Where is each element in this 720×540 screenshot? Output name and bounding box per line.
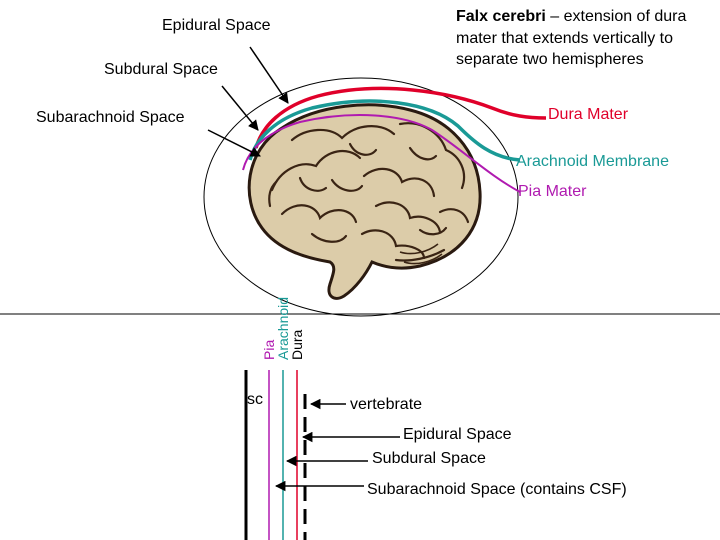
spine-pia-label: Pia [261, 339, 277, 360]
vertebrate-label: vertebrate [350, 396, 423, 413]
epidural-arrow [249, 46, 289, 104]
epidural-space-label: Epidural Space [162, 17, 271, 34]
spine-arachnoid-label: Arachnoid [275, 296, 291, 360]
dura-mater-line [254, 86, 547, 149]
spine-subarachnoid-label: Subarachnoid Space (contains CSF) [367, 481, 627, 498]
spine-epidural-label: Epidural Space [403, 426, 512, 443]
pia-mater-label: Pia Mater [518, 183, 587, 200]
falx-cerebri-term: Falx cerebri [456, 8, 546, 25]
brain-illustration [247, 103, 482, 300]
pia-mater-line [242, 114, 521, 193]
subarachnoid-arrow [207, 129, 261, 157]
dura-mater-label: Dura Mater [548, 106, 629, 123]
arachnoid-membrane-line [248, 99, 521, 162]
spine-dura-label: Dura [289, 329, 305, 360]
arachnoid-membrane-label: Arachnoid Membrane [516, 153, 669, 170]
falx-cerebri-note: Falx cerebri – extension of dura mater t… [456, 6, 696, 71]
spine-subdural-label: Subdural Space [372, 450, 486, 467]
subdural-space-label: Subdural Space [104, 61, 218, 78]
spinal-cord-label: sc [247, 391, 263, 408]
subdural-arrow [221, 85, 259, 131]
falx-cerebri-description: – extension of dura mater that extends v… [456, 8, 687, 68]
skull-outline [203, 77, 519, 317]
subarachnoid-space-label: Subarachnoid Space [36, 109, 185, 126]
